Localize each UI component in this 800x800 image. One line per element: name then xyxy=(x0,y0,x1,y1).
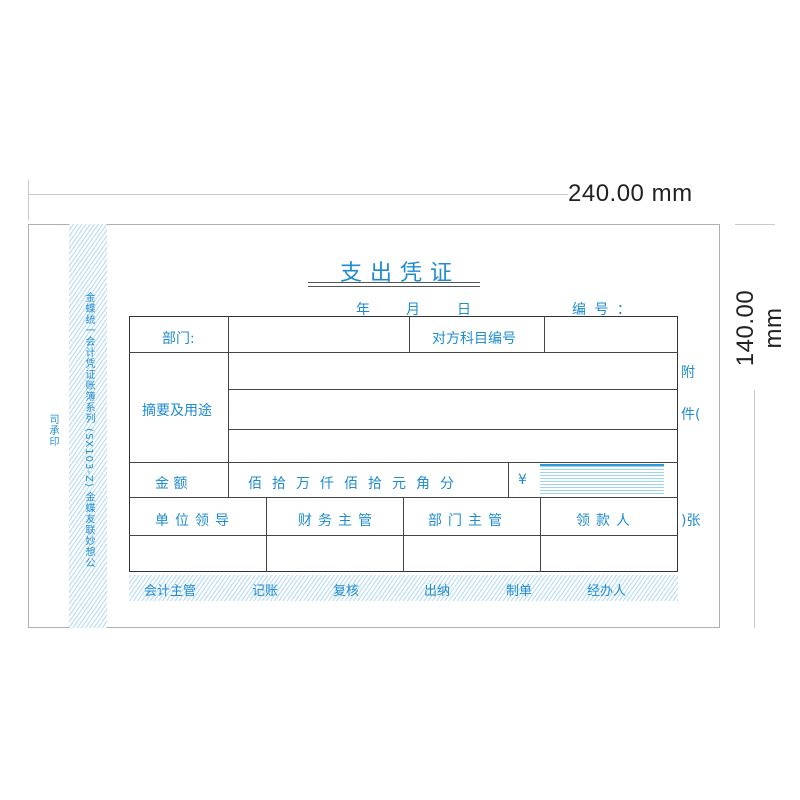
grid-line-v4 xyxy=(508,462,509,497)
unit-bai-2: 佰 xyxy=(344,476,368,492)
grid-line-v1 xyxy=(228,316,229,497)
voucher-sheet xyxy=(28,224,720,628)
date-day-label: 日 xyxy=(457,302,473,318)
footer-chief-accountant: 会计主管 xyxy=(144,584,197,599)
grid-line-v2 xyxy=(409,316,410,352)
title-underline-2 xyxy=(308,286,480,287)
amount-label: 金 额 xyxy=(155,476,188,492)
grid-line-v5 xyxy=(266,497,267,572)
money-units-row: 佰拾万仟佰拾元角分 xyxy=(248,473,464,493)
footer-prepared-by: 制单 xyxy=(506,584,533,599)
date-year-label: 年 xyxy=(356,302,372,318)
approval-finance-head: 财务主管 xyxy=(298,513,378,529)
unit-jiao: 角 xyxy=(416,476,440,492)
grid-line-v6 xyxy=(403,497,404,572)
width-dimension-line xyxy=(28,194,568,195)
summary-label: 摘要及用途 xyxy=(142,403,212,419)
grid-line-h4 xyxy=(129,462,678,463)
grid-line-h1 xyxy=(129,352,678,353)
unit-yuan: 元 xyxy=(392,476,416,492)
amount-input-box xyxy=(540,464,664,494)
width-dimension-label: 240.00 mm xyxy=(568,180,693,207)
date-month-label: 月 xyxy=(406,302,422,318)
height-extension-line-top xyxy=(735,224,775,225)
voucher-number-label: 编 号 ： xyxy=(572,302,633,318)
unit-fen: 分 xyxy=(440,476,464,492)
department-label: 部门: xyxy=(162,331,195,347)
footer-bookkeeping: 记账 xyxy=(252,584,279,599)
attachment-zhang: )张 xyxy=(681,513,701,529)
width-extension-line-left xyxy=(28,180,29,220)
title-underline-1 xyxy=(308,282,480,283)
approval-recipient: 领款人 xyxy=(576,513,636,529)
height-dimension-line xyxy=(754,390,755,628)
currency-symbol: ¥ xyxy=(518,472,527,488)
footer-band xyxy=(129,575,678,601)
footer-cashier: 出纳 xyxy=(424,584,451,599)
binding-spine xyxy=(69,224,107,628)
grid-line-h2 xyxy=(229,389,678,390)
voucher-title: 支出凭证 xyxy=(339,261,460,286)
unit-wan: 万 xyxy=(296,476,320,492)
attachment-jian: 件( xyxy=(681,407,701,423)
grid-line-h3 xyxy=(229,429,678,430)
approval-department-head: 部门主管 xyxy=(428,513,508,529)
attachment-fu: 附 xyxy=(681,365,695,381)
unit-qian: 仟 xyxy=(320,476,344,492)
grid-line-v3 xyxy=(544,316,545,352)
approval-unit-leader: 单位领导 xyxy=(155,513,235,529)
grid-line-v7 xyxy=(540,497,541,572)
unit-shi: 拾 xyxy=(272,476,296,492)
unit-shi-2: 拾 xyxy=(368,476,392,492)
spine-print-text: 金蝶统一会计凭证账簿系列 (SX103-Z) 金蝶友联妙想公司承印 xyxy=(47,291,94,569)
height-dimension-label: 140.00 mm xyxy=(732,289,787,367)
unit-bai: 佰 xyxy=(248,476,272,492)
footer-review: 复核 xyxy=(333,584,360,599)
account-code-label: 对方科目编号 xyxy=(432,331,516,347)
footer-handler: 经办人 xyxy=(587,584,627,599)
